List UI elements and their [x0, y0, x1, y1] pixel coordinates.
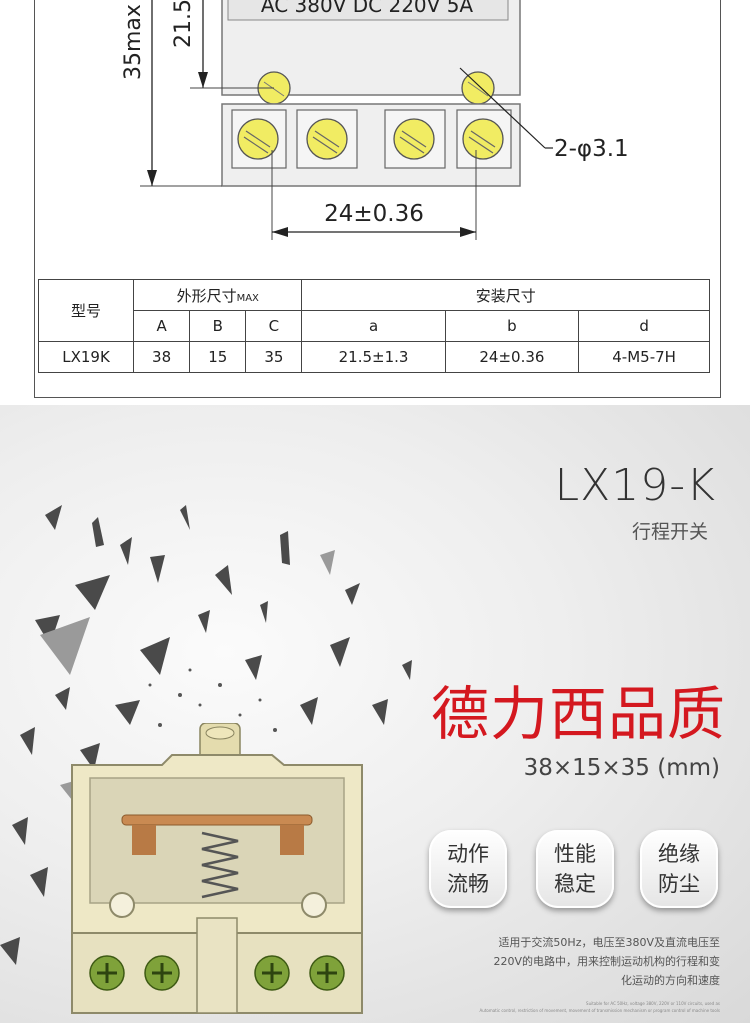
dim-35-label: 35max — [121, 4, 146, 80]
terminal-screw-2 — [306, 118, 348, 160]
description-line: 化运动的方向和速度 — [621, 974, 720, 987]
cell-C: 35 — [245, 341, 303, 373]
description-line: 适用于交流50Hz，电压至380V及直流电压至 — [498, 936, 720, 949]
spec-table: 型号 外形尺寸MAX 安装尺寸 A B C a b d LX19K 38 15 … — [38, 279, 710, 373]
terminal-screw-3 — [393, 118, 435, 160]
col-C: C — [245, 310, 303, 342]
col-B: B — [189, 310, 247, 342]
col-a: a — [301, 310, 446, 342]
description-line: 220V的电路中，用来控制运动机构的行程和变 — [493, 955, 720, 968]
cell-a: 21.5±1.3 — [301, 341, 446, 373]
product-banner: LX19-K 行程开关 德力西品质 38×15×35 (mm) 动作 流畅 性能… — [0, 405, 750, 1023]
table-header-mount: 安装尺寸 — [301, 279, 710, 311]
outline-header-max: MAX — [236, 292, 259, 304]
cell-b: 24±0.36 — [444, 341, 580, 373]
rating-plate — [227, 0, 509, 21]
technical-drawing-panel: AC 380V DC 220V 5A — [0, 0, 750, 405]
dim-hole-label: 2-φ3.1 — [554, 136, 629, 162]
drawing-frame — [34, 0, 721, 398]
product-dimensions: 38×15×35 (mm) — [523, 755, 720, 781]
table-row: LX19K 38 15 35 21.5±1.3 24±0.36 4-M5-7H — [38, 341, 710, 373]
mount-hole-right — [461, 71, 495, 105]
col-d: d — [578, 310, 710, 342]
product-subtitle: 行程开关 — [631, 521, 708, 543]
table-header-outline: 外形尺寸MAX — [132, 279, 303, 311]
dimension-drawing: AC 380V DC 220V 5A — [121, 0, 629, 240]
badge-line: 动作 — [447, 842, 489, 866]
table-header-model: 型号 — [38, 279, 134, 342]
feature-badge-stable: 性能 稳定 — [536, 830, 614, 908]
outline-header-label: 外形尺寸 — [176, 286, 237, 305]
model-title: LX19-K — [554, 460, 716, 511]
col-A: A — [132, 310, 191, 342]
badge-line: 流畅 — [447, 872, 489, 896]
fine-print-line: Suitable for AC 50Hz, voltage 380V, 220V… — [586, 1001, 720, 1006]
dim-215-label: 21.5 — [171, 0, 196, 48]
fine-print-line: Automatic control, restriction of moveme… — [479, 1008, 720, 1013]
badge-line: 绝缘 — [658, 842, 700, 866]
feature-badge-smooth: 动作 流畅 — [429, 830, 507, 908]
badge-line: 性能 — [554, 842, 596, 866]
feature-badge-insulation: 绝缘 防尘 — [640, 830, 718, 908]
terminal-screw-4 — [462, 118, 504, 160]
cell-B: 15 — [189, 341, 247, 373]
dim-24-label: 24±0.36 — [324, 201, 424, 227]
limit-switch-illustration — [71, 723, 363, 1014]
cell-d: 4-M5-7H — [578, 341, 710, 373]
product-description: 适用于交流50Hz，电压至380V及直流电压至 220V的电路中，用来控制运动机… — [420, 933, 720, 990]
cell-A: 38 — [132, 341, 191, 373]
brand-slogan: 德力西品质 — [430, 680, 726, 748]
badge-line: 稳定 — [554, 872, 596, 896]
col-b: b — [444, 310, 580, 342]
terminal-screw-1 — [237, 118, 279, 160]
badge-line: 防尘 — [658, 872, 700, 896]
rating-text: AC 380V DC 220V 5A — [261, 0, 474, 17]
fine-print: Suitable for AC 50Hz, voltage 380V, 220V… — [420, 1000, 720, 1014]
cell-model: LX19K — [38, 341, 134, 373]
